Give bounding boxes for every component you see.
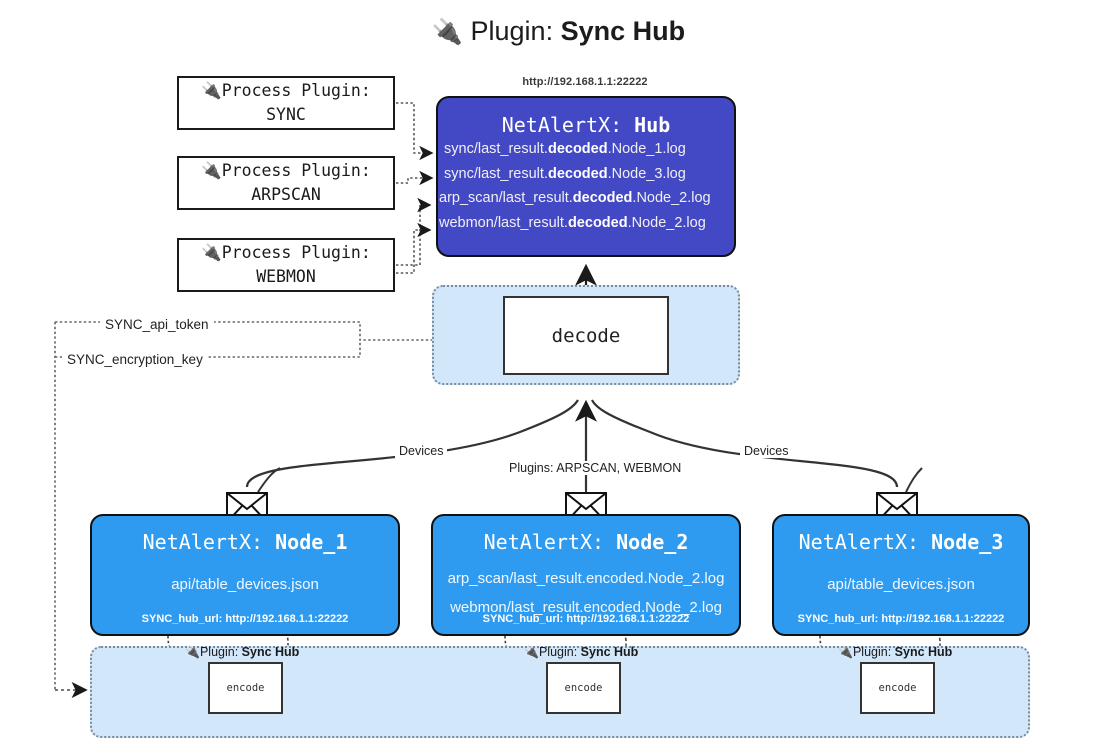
plug-icon: 🔌 — [838, 645, 853, 659]
encode-box-1[interactable]: encode — [208, 662, 283, 714]
plug-icon: 🔌 — [201, 243, 222, 262]
hub-url-label: http://192.168.1.1:22222 — [522, 76, 648, 88]
node-3[interactable]: NetAlertX: Node_3 api/table_devices.json… — [772, 514, 1030, 636]
node-hub-url: SYNC_hub_url: http://192.168.1.1:22222 — [797, 613, 1005, 625]
node-hub-url: SYNC_hub_url: http://192.168.1.1:22222 — [141, 613, 349, 625]
process-plugin-name: SYNC — [266, 105, 306, 124]
node-line: webmon/last_result.encoded.Node_2.log — [450, 599, 722, 616]
process-plugin-name: ARPSCAN — [251, 185, 321, 204]
hub-log-line: sync/last_result.decoded.Node_1.log — [444, 141, 686, 157]
encode-plugin-label-1: 🔌Plugin: Sync Hub — [185, 645, 300, 659]
node-title-name: Node_3 — [931, 530, 1004, 554]
title-prefix: Plugin: — [470, 16, 554, 46]
decode-box[interactable]: decode — [503, 296, 669, 375]
node-title-name: Node_2 — [616, 530, 689, 554]
edge-label-devices-left: Devices — [395, 444, 448, 458]
sync-api-token-label: SYNC_api_token — [100, 317, 214, 332]
process-plugin-webmon[interactable]: 🔌Process Plugin: WEBMON — [177, 238, 395, 292]
hub-log-line: sync/last_result.decoded.Node_3.log — [444, 165, 686, 182]
plug-icon: 🔌 — [524, 645, 539, 659]
edge-label-plugins: Plugins: ARPSCAN, WEBMON — [505, 461, 686, 475]
plug-icon: 🔌 — [185, 645, 200, 659]
process-plugin-name: WEBMON — [256, 267, 316, 286]
sync-encryption-key-label: SYNC_encryption_key — [62, 352, 208, 367]
encode-plugin-label-3: 🔌Plugin: Sync Hub — [838, 645, 953, 659]
node-title-prefix: NetAlertX: — [798, 530, 920, 554]
hub-title-name: Hub — [634, 113, 671, 137]
edge-label-devices-right: Devices — [740, 444, 793, 458]
process-plugin-sync[interactable]: 🔌Process Plugin: SYNC — [177, 76, 395, 130]
node-title-name: Node_1 — [275, 530, 348, 554]
plug-icon: 🔌 — [431, 18, 463, 46]
node-title-prefix: NetAlertX: — [142, 530, 264, 554]
node-line: api/table_devices.json — [171, 576, 319, 593]
encode-plugin-label-2: 🔌Plugin: Sync Hub — [524, 645, 639, 659]
hub-node[interactable]: NetAlertX: Hub sync/last_result.decoded.… — [436, 96, 736, 257]
node-1[interactable]: NetAlertX: Node_1 api/table_devices.json… — [90, 514, 400, 636]
plug-icon: 🔌 — [201, 81, 222, 100]
node-2[interactable]: NetAlertX: Node_2 arp_scan/last_result.e… — [431, 514, 741, 636]
encode-box-3[interactable]: encode — [860, 662, 935, 714]
hub-log-line: arp_scan/last_result.decoded.Node_2.log — [439, 190, 711, 206]
encode-box-2[interactable]: encode — [546, 662, 621, 714]
process-plugin-label: Process Plugin: — [221, 81, 371, 100]
node-title-prefix: NetAlertX: — [483, 530, 605, 554]
hub-title-prefix: NetAlertX: — [501, 113, 623, 137]
plug-icon: 🔌 — [201, 161, 222, 180]
process-plugin-arpscan[interactable]: 🔌Process Plugin: ARPSCAN — [177, 156, 395, 210]
title-name: Sync Hub — [560, 16, 686, 46]
process-plugin-label: Process Plugin: — [221, 161, 371, 180]
hub-log-line: webmon/last_result.decoded.Node_2.log — [439, 214, 706, 231]
node-hub-url: SYNC_hub_url: http://192.168.1.1:22222 — [482, 613, 690, 625]
page-title: 🔌 Plugin: Sync Hub — [0, 16, 1117, 47]
process-plugin-label: Process Plugin: — [221, 243, 371, 262]
node-line: api/table_devices.json — [827, 576, 975, 593]
node-line: arp_scan/last_result.encoded.Node_2.log — [447, 570, 725, 587]
